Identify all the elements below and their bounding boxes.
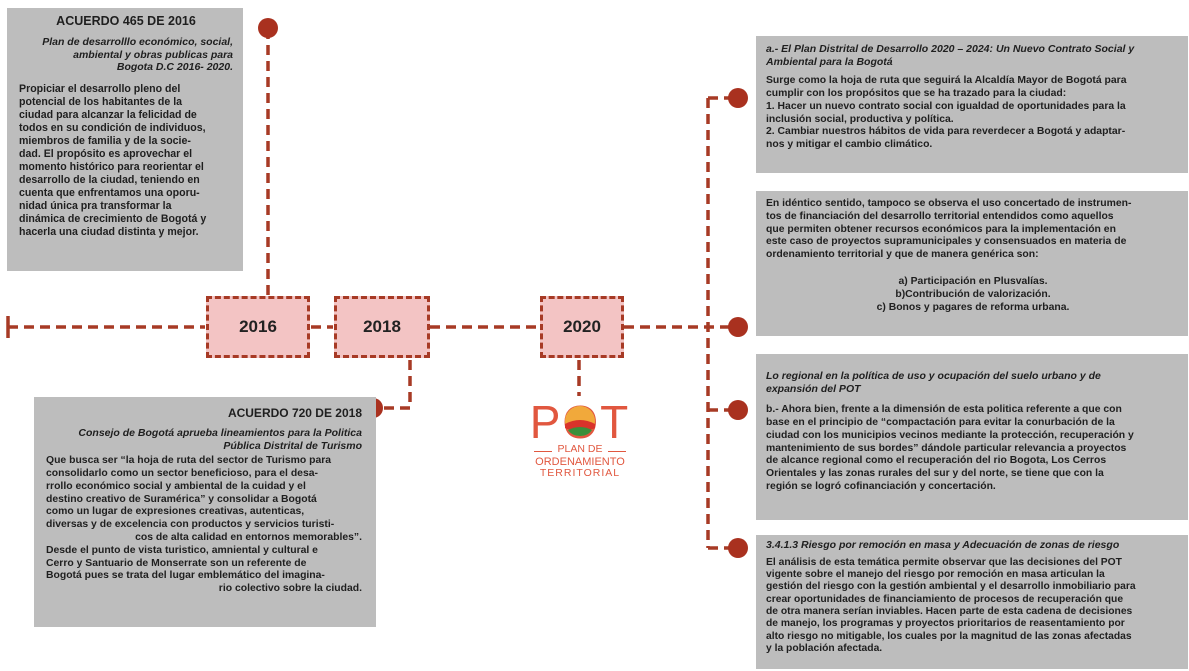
financiacion-body: En idéntico sentido, tampoco se observa … [766, 198, 1132, 261]
timeline-dot-2016 [258, 18, 278, 38]
pot-logo-line3: TERRITORIAL [539, 467, 621, 480]
pot-logo-rule-right [608, 451, 626, 452]
riesgo-title: 3.4.1.3 Riesgo por remoción en masa y Ad… [766, 539, 1120, 551]
regional-body: b.- Ahora bien, frente a la dimensión de… [766, 404, 1134, 492]
pot-logo-line2: ORDENAMIENTO [535, 455, 625, 468]
acuerdo-2016-box: ACUERDO 465 DE 2016 Plan de desarrolllo … [7, 8, 243, 271]
timeline-dot-risk [728, 538, 748, 558]
financiacion-list: a) Participación en Plusvalías.b)Contrib… [876, 275, 1070, 313]
pot-logo-line1: PLAN DE [557, 443, 603, 455]
timeline-dot-a [728, 88, 748, 108]
acuerdo-2018-title: ACUERDO 720 DE 2018 [227, 406, 362, 420]
timeline-dot-reg [728, 400, 748, 420]
regional-box: Lo regional en la política de uso y ocup… [756, 354, 1188, 520]
plan-distrital-title: a.- El Plan Distrital de Desarrollo 2020… [766, 43, 1135, 68]
acuerdo-2016-title: ACUERDO 465 DE 2016 [56, 14, 196, 28]
year-label: 2020 [563, 317, 601, 336]
acuerdo-2016-subtitle: Plan de desarrolllo económico, social,am… [42, 36, 233, 74]
acuerdo-2018-body: Que busca ser “la hoja de ruta del secto… [46, 455, 362, 595]
timeline-dot-fin [728, 317, 748, 337]
year-box-2018: 2018 [334, 296, 430, 358]
year-label: 2016 [239, 317, 277, 336]
pot-logo: POT PLAN DE ORDENAMIENTO TERRITORIAL [528, 396, 632, 486]
financiacion-box: En idéntico sentido, tampoco se observa … [756, 191, 1188, 336]
riesgo-body: El análisis de esta temática permite obs… [766, 556, 1136, 654]
pot-logo-emblem-hills [568, 427, 592, 436]
plan-distrital-body: Surge como la hoja de ruta que seguirá l… [766, 75, 1127, 151]
pot-logo-subtitle: PLAN DE ORDENAMIENTO TERRITORIAL [528, 443, 632, 480]
riesgo-box: 3.4.1.3 Riesgo por remoción en masa y Ad… [756, 535, 1188, 669]
year-box-2020: 2020 [540, 296, 624, 358]
acuerdo-2018-box: ACUERDO 720 DE 2018 Consejo de Bogotá ap… [34, 397, 376, 627]
plan-distrital-box: a.- El Plan Distrital de Desarrollo 2020… [756, 36, 1188, 173]
acuerdo-2018-subtitle: Consejo de Bogotá aprueba lineamientos p… [78, 427, 362, 452]
year-box-2016: 2016 [206, 296, 310, 358]
pot-logo-rule-left [534, 451, 552, 452]
pot-logo-word: POT [530, 396, 629, 444]
regional-title: Lo regional en la política de uso y ocup… [766, 370, 1101, 395]
year-label: 2018 [363, 317, 401, 336]
